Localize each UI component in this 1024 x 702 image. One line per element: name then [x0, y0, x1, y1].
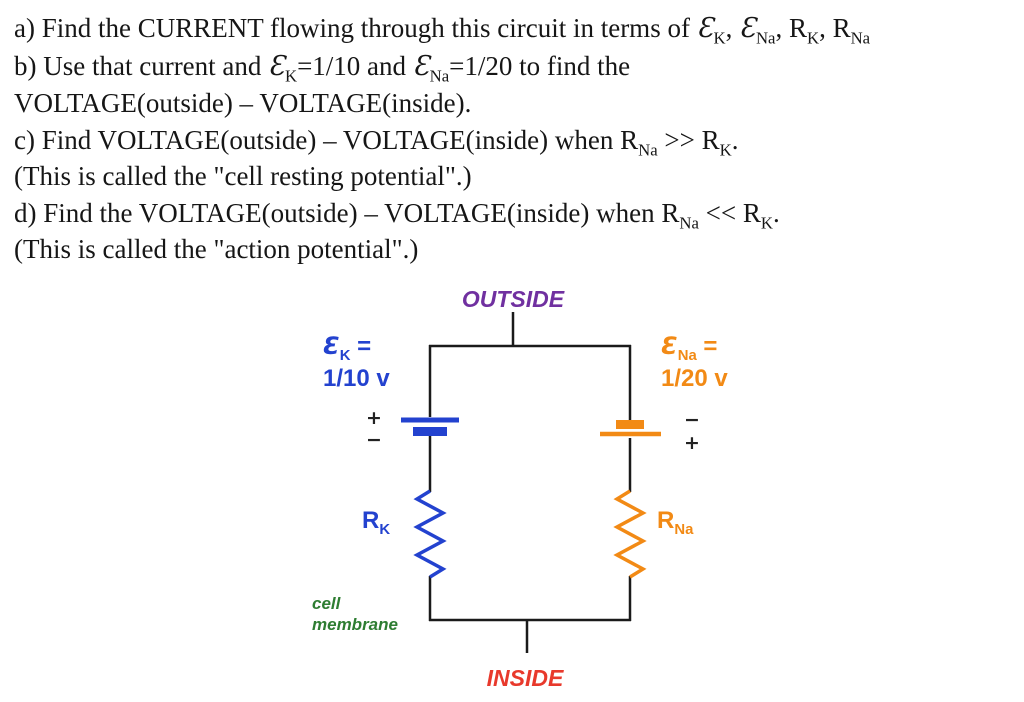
outside-label: OUTSIDE: [461, 286, 565, 312]
cell-membrane-line1: cell: [312, 594, 341, 613]
problem-line-b: b) Use that current and ƐK=1/10 and ƐNa=…: [14, 50, 631, 85]
battery-k-emf-value: 1/10 v: [323, 365, 390, 392]
inside-label: INSIDE: [486, 665, 564, 691]
battery-na-label-block: ƐNa = 1/20 v: [661, 330, 728, 395]
battery-na-plus-sign: +: [684, 432, 700, 454]
battery-k-emf-label: ƐK =: [323, 332, 372, 364]
battery-k-plus-sign: +: [366, 407, 382, 429]
cell-membrane-line2: membrane: [312, 615, 398, 634]
problem-text: a) Find the CURRENT flowing through this…: [14, 10, 1018, 268]
problem-line-c: c) Find VOLTAGE(outside) – VOLTAGE(insid…: [14, 124, 739, 159]
resistor-na-icon: [613, 489, 647, 579]
problem-line-d-note: (This is called the "action potential".): [14, 234, 419, 264]
battery-na-emf-value: 1/20 v: [661, 365, 728, 392]
battery-k-minus-sign: −: [366, 429, 382, 451]
battery-na-minus-sign: −: [684, 409, 700, 431]
problem-line-d: d) Find the VOLTAGE(outside) – VOLTAGE(i…: [14, 197, 780, 232]
problem-line-b-cont: VOLTAGE(outside) – VOLTAGE(inside).: [14, 88, 472, 118]
problem-line-a: a) Find the CURRENT flowing through this…: [14, 13, 871, 48]
resistor-k-label: RK: [362, 507, 391, 538]
resistor-k-icon: [413, 489, 447, 579]
problem-line-c-note: (This is called the "cell resting potent…: [14, 161, 472, 191]
battery-k-label-block: ƐK = 1/10 v: [323, 330, 390, 395]
cell-membrane-label: cell membrane: [312, 593, 398, 635]
battery-na-emf-label: ƐNa =: [661, 332, 718, 364]
resistor-na-label: RNa: [657, 507, 694, 538]
